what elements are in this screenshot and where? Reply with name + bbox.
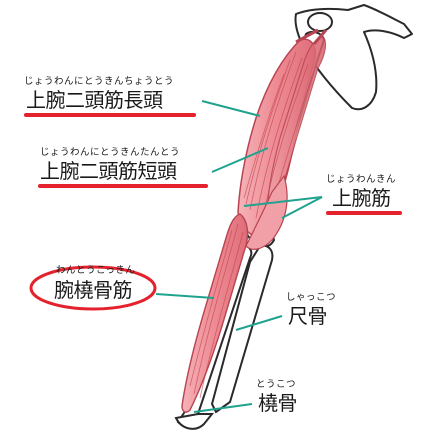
ruby-biceps-short-head: じょうわんにとうきんたんとう [40, 147, 181, 158]
ruby-ulna: しゃっこつ [286, 292, 337, 303]
leader-brachialis-b [281, 196, 323, 219]
brachioradialis-muscle [181, 213, 249, 413]
leader-biceps-long [201, 100, 261, 117]
leader-ulna [235, 315, 283, 331]
label-radius: 橈骨 [258, 391, 298, 415]
leader-lines [155, 100, 323, 413]
ruby-radius: とうこつ [256, 379, 297, 390]
underline-biceps-long-head [24, 113, 196, 117]
leader-brachioradialis [155, 293, 215, 299]
leader-radius [193, 403, 253, 413]
brachialis-muscle [245, 174, 288, 250]
label-brachioradialis: 腕橈骨筋 [54, 278, 133, 302]
highlight-circle [29, 265, 157, 311]
ruby-biceps-long-head: じょうわんにとうきんちょうとう [24, 76, 175, 87]
leader-brachialis-a [243, 196, 323, 207]
label-biceps-short-head: 上腕二頭筋短頭 [40, 159, 177, 183]
ruby-brachioradialis: わんとうこっきん [56, 265, 136, 276]
ruby-brachialis: じょうわんきん [326, 174, 397, 185]
leader-biceps-short [211, 147, 269, 173]
label-biceps-long-head: 上腕二頭筋長頭 [26, 88, 163, 112]
label-ulna: 尺骨 [288, 304, 328, 328]
underline-biceps-short-head [38, 184, 208, 188]
label-brachialis: 上腕筋 [332, 186, 391, 210]
underline-brachialis [326, 211, 402, 215]
